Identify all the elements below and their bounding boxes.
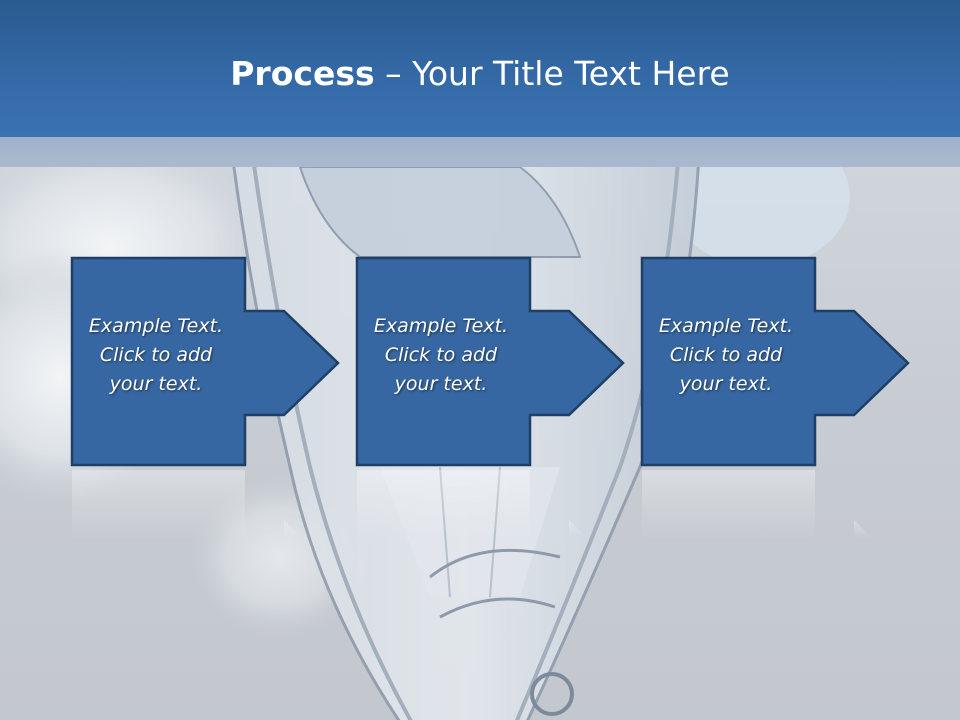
step-text-line2: Click to add bbox=[384, 344, 498, 366]
arrow-box-shape bbox=[355, 256, 625, 467]
step-reflection bbox=[357, 470, 587, 540]
step-text-line3: your text. bbox=[109, 373, 203, 395]
step-reflection bbox=[642, 470, 872, 540]
process-step-1[interactable]: Example Text. Click to add your text. bbox=[70, 256, 350, 540]
step-text-line3: your text. bbox=[679, 373, 773, 395]
step-text[interactable]: Example Text. Click to add your text. bbox=[76, 312, 236, 399]
step-text-line2: Click to add bbox=[669, 344, 783, 366]
process-step-2[interactable]: Example Text. Click to add your text. bbox=[355, 256, 635, 540]
title-rest: – Your Title Text Here bbox=[374, 54, 730, 93]
header-bar: Process – Your Title Text Here bbox=[0, 0, 960, 137]
step-text-line1: Example Text. bbox=[373, 315, 509, 337]
step-text[interactable]: Example Text. Click to add your text. bbox=[361, 312, 521, 399]
step-text[interactable]: Example Text. Click to add your text. bbox=[646, 312, 806, 399]
step-reflection bbox=[72, 470, 302, 540]
step-text-line1: Example Text. bbox=[88, 315, 224, 337]
title-bold: Process bbox=[230, 54, 375, 93]
header-subband bbox=[0, 137, 960, 167]
arrow-box-shape bbox=[70, 256, 340, 467]
slide-title[interactable]: Process – Your Title Text Here bbox=[0, 52, 960, 96]
arrow-box-shape bbox=[640, 256, 910, 467]
step-text-line1: Example Text. bbox=[658, 315, 794, 337]
process-step-3[interactable]: Example Text. Click to add your text. bbox=[640, 256, 920, 540]
step-text-line3: your text. bbox=[394, 373, 488, 395]
step-text-line2: Click to add bbox=[99, 344, 213, 366]
